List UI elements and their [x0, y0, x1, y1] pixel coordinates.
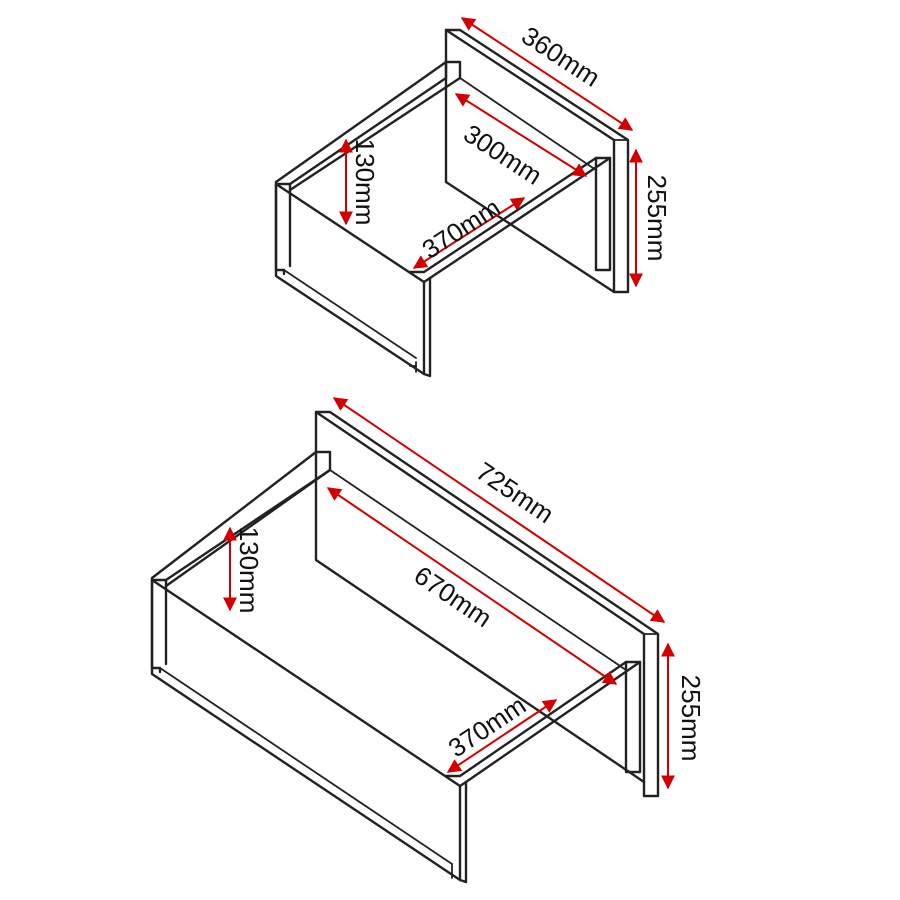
- large-inner-depth-arrow: [326, 487, 618, 685]
- small-inner-width-label: 370mm: [417, 192, 506, 264]
- large-back-width-arrow: [332, 397, 666, 623]
- large-inner-width-label: 370mm: [443, 690, 532, 763]
- large-side-height-label: 130mm: [234, 527, 264, 614]
- large-drawer-inner-back-edge: [329, 469, 627, 671]
- large-inner-width-arrow: [446, 699, 558, 773]
- small-back-width-label: 360mm: [516, 20, 605, 92]
- small-drawer-left-side: [274, 60, 462, 276]
- large-drawer-front-panel: [150, 578, 468, 884]
- small-inner-depth-arrow: [454, 93, 588, 177]
- small-back-width-arrow: [460, 17, 634, 131]
- small-side-height-label: 130mm: [350, 139, 380, 226]
- large-back-height-label: 255mm: [676, 675, 706, 762]
- small-drawer-front-panel: [274, 182, 432, 378]
- large-drawer: 725mm 255mm 670mm 130mm 370mm: [150, 397, 706, 884]
- small-back-height-label: 255mm: [642, 175, 672, 262]
- large-back-width-label: 725mm: [471, 456, 560, 529]
- large-inner-depth-label: 670mm: [409, 560, 498, 633]
- small-inner-width-arrow: [412, 197, 526, 269]
- small-drawer: 360mm 255mm 300mm 130mm 370mm: [274, 17, 672, 378]
